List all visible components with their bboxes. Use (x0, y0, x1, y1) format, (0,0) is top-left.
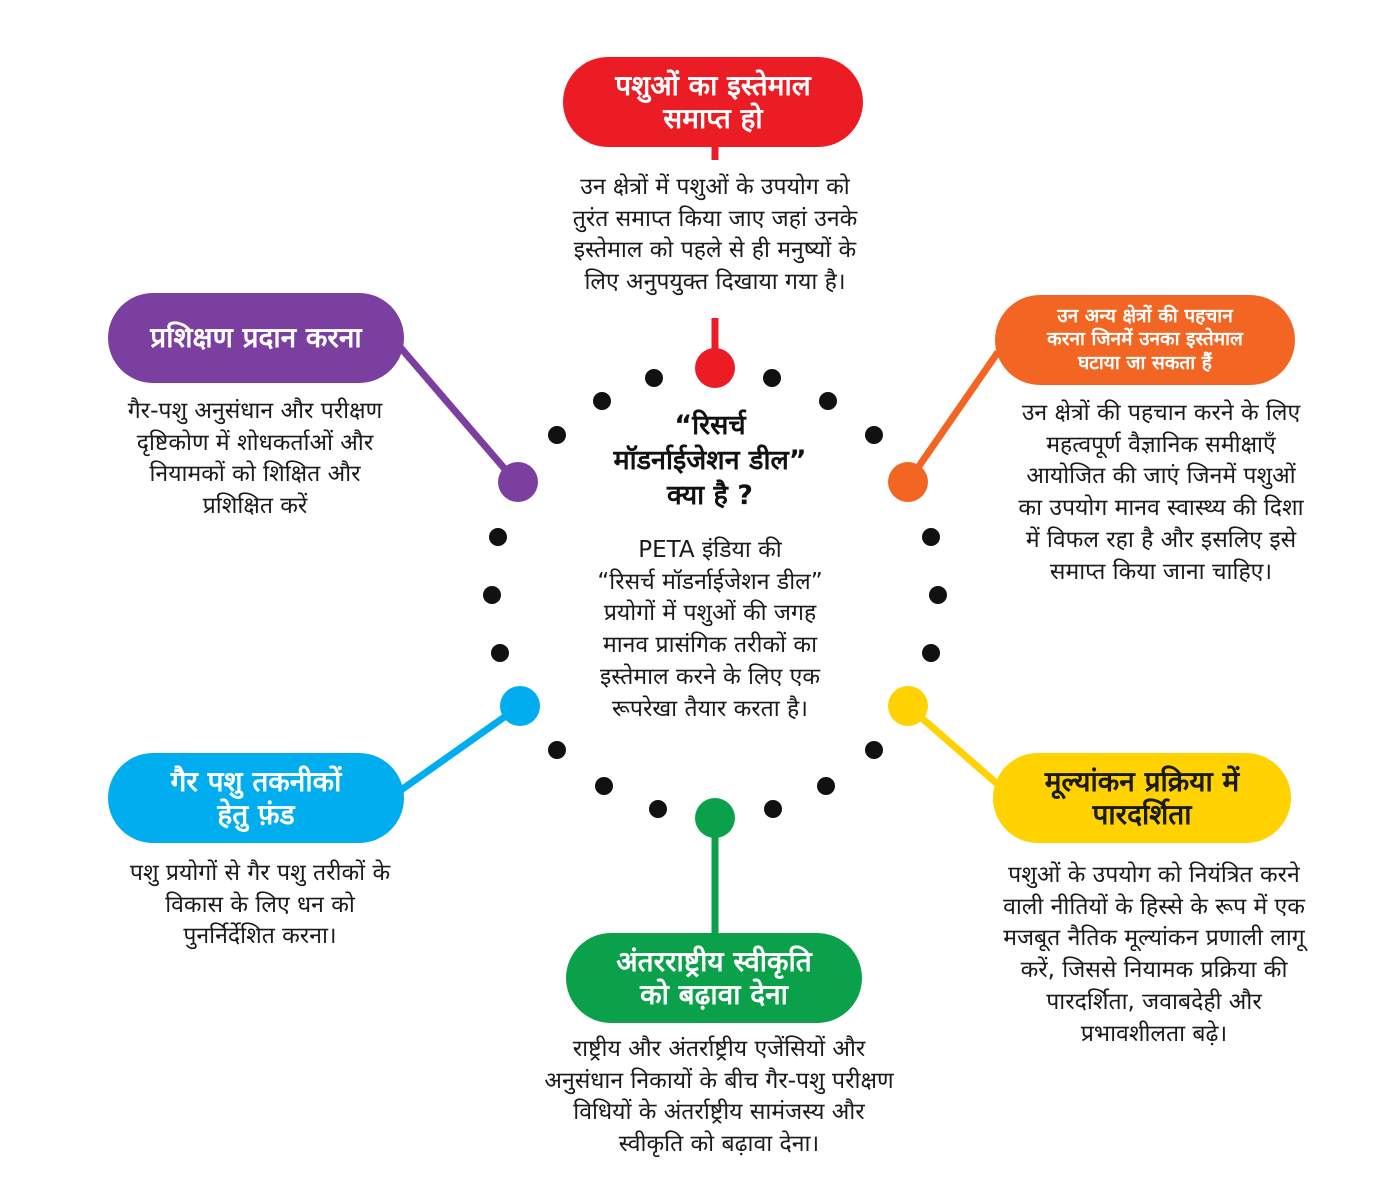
node-top (695, 348, 735, 388)
ring-dot (595, 777, 613, 795)
pill-top-left: प्रशिक्षण प्रदान करना (108, 293, 404, 383)
pill-top: पशुओं का इस्तेमाल समाप्त हो (563, 57, 863, 147)
pill-top-left-label: प्रशिक्षण प्रदान करना (150, 321, 362, 355)
ring-dot (548, 741, 566, 759)
desc-bottom: राष्ट्रीय और अंतर्राष्ट्रीय एजेंसियों और… (544, 1036, 894, 1158)
ring-dot (817, 777, 835, 795)
pill-top-right-label: उन अन्य क्षेत्रों की पहचान करना जिनमें उ… (1047, 305, 1243, 374)
ring-dot (649, 800, 667, 818)
node-top-right (888, 462, 928, 502)
center-description: PETA इंडिया की “रिसर्च मॉडर्नाईजेशन डील”… (597, 537, 823, 722)
node-top-left (498, 462, 538, 502)
ring-dot (929, 586, 947, 604)
pill-top-label: पशुओं का इस्तेमाल समाप्त हो (615, 68, 811, 135)
nodes (498, 348, 928, 838)
ring-dot (865, 426, 883, 444)
node-bottom (695, 798, 735, 838)
pill-bottom-left: गैर पशु तकनीकों हेतु फ़ंड (108, 753, 404, 843)
ring-dot (483, 586, 501, 604)
ring-dot (819, 392, 837, 410)
desc-bottom-left: पशु प्रयोगों से गैर पशु तरीकों के विकास … (129, 860, 391, 950)
pill-top-right: उन अन्य क्षेत्रों की पहचान करना जिनमें उ… (995, 295, 1295, 385)
pill-bottom-label: अंतरराष्ट्रीय स्वीकृति को बढ़ावा देना (616, 944, 812, 1011)
connector-top-right (905, 350, 1001, 484)
ring-dot (645, 369, 663, 387)
dotted-ring (483, 369, 947, 818)
connector-top-left (391, 337, 519, 485)
desc-top-left: गैर-पशु अनुसंधान और परीक्षण दृष्टिकोण मे… (127, 398, 383, 520)
connector-bottom-right (905, 703, 1013, 798)
desc-top-right: उन क्षेत्रों की पहचान करने के लिए महत्वप… (1018, 400, 1304, 585)
pill-bottom-right: मूल्यांकन प्रक्रिया में पारदर्शिता (993, 753, 1291, 843)
connector-bottom-left (391, 703, 523, 798)
center-title: “रिसर्च मॉडर्नाईजेशन डील” क्या है ? (613, 410, 807, 512)
ring-dot (548, 426, 566, 444)
desc-bottom-right: पशुओं के उपयोग को नियंत्रित करने वाली नी… (1003, 862, 1305, 1047)
ring-dot (763, 369, 781, 387)
node-bottom-right (888, 686, 928, 726)
desc-top: उन क्षेत्रों में पशुओं के उपयोग को तुरंत… (572, 174, 858, 296)
pill-bottom-right-label: मूल्यांकन प्रक्रिया में पारदर्शिता (1044, 764, 1240, 831)
ring-dot (865, 741, 883, 759)
ring-dot (922, 528, 940, 546)
connectors (391, 146, 1013, 935)
ring-dot (489, 528, 507, 546)
node-bottom-left (500, 686, 540, 726)
ring-dot (922, 644, 940, 662)
pill-bottom-left-label: गैर पशु तकनीकों हेतु फ़ंड (170, 764, 342, 831)
ring-dot (593, 392, 611, 410)
ring-dot (764, 800, 782, 818)
ring-dot (491, 644, 509, 662)
pill-bottom: अंतरराष्ट्रीय स्वीकृति को बढ़ावा देना (566, 933, 862, 1023)
